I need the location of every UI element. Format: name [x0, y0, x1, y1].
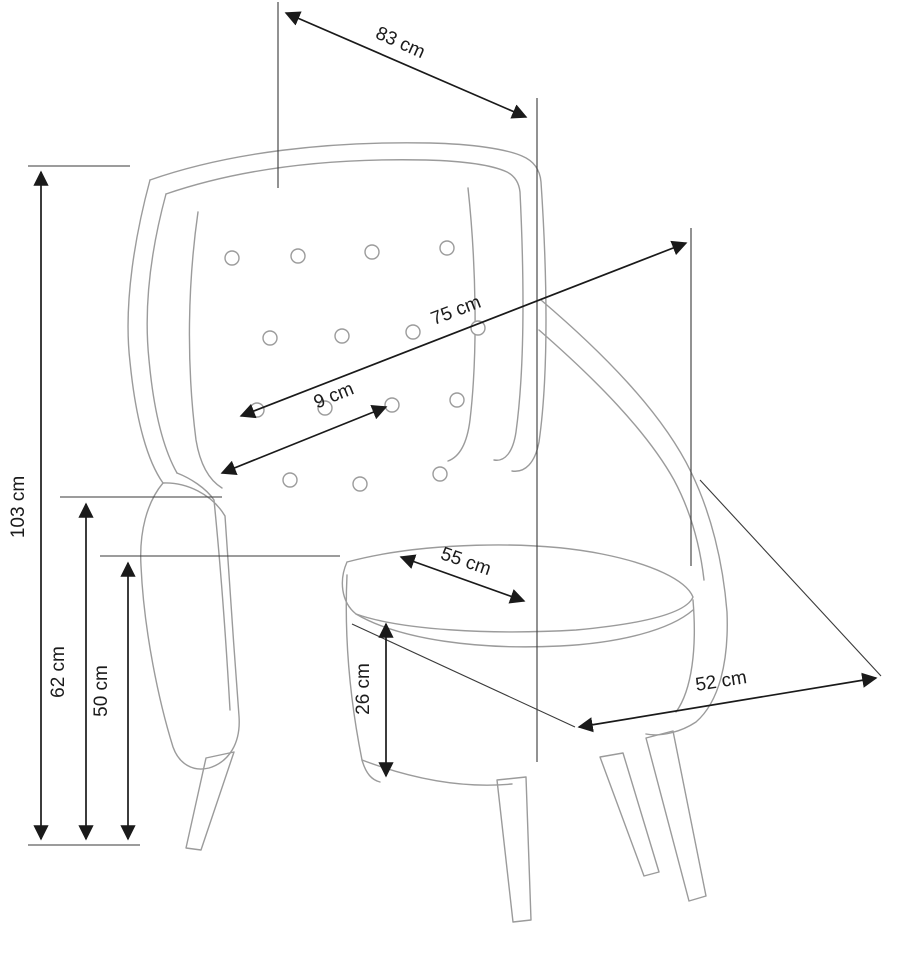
left-wing-fold — [188, 211, 223, 489]
dimension-label-103: 103 cm — [8, 476, 29, 538]
backrest-outline — [149, 142, 547, 472]
dimension-line-75 — [239, 240, 688, 419]
extension-lines — [28, 2, 882, 846]
seat-cushion — [341, 544, 694, 633]
tufting-button — [290, 248, 306, 264]
backrest-left-edge — [127, 179, 164, 484]
dimension-label-52: 52 cm — [694, 667, 748, 696]
dimension-label-9: 9 cm — [311, 378, 357, 413]
dimension-lines — [33, 11, 878, 841]
dimension-label-55: 55 cm — [438, 543, 494, 580]
dimension-line-52 — [577, 672, 878, 733]
armchair-drawing — [127, 142, 728, 923]
tufting-button — [439, 240, 455, 256]
backrest-inner-seam — [165, 159, 524, 461]
dimension-line-83 — [284, 11, 528, 119]
leg-rear-left — [496, 776, 532, 923]
dimension-line-55 — [399, 554, 526, 604]
tufting-button — [384, 397, 400, 413]
backrest-inner-left-seam — [146, 193, 178, 474]
tufting-button — [282, 472, 298, 488]
tufting-button — [405, 324, 421, 340]
tufting-button — [364, 244, 380, 260]
right-wing-fold — [447, 187, 476, 462]
seat-cushion-piping — [355, 609, 694, 648]
dimension-label-50: 50 cm — [91, 665, 112, 717]
tufting-button — [449, 392, 465, 408]
dimension-label-62: 62 cm — [48, 646, 69, 698]
right-side-panel — [540, 299, 728, 736]
leg-front-right — [645, 730, 707, 902]
left-armrest-seam — [176, 472, 231, 711]
right-underside — [675, 599, 695, 713]
front-apron-left-edge — [345, 574, 381, 783]
left-armrest — [139, 482, 240, 770]
dimension-label-26: 26 cm — [353, 663, 374, 715]
leg-front-left — [185, 751, 235, 851]
extension-52-right-diagonal — [699, 479, 882, 677]
tufting-buttons — [224, 240, 486, 492]
dimension-label-83: 83 cm — [372, 23, 428, 63]
tufting-button — [334, 328, 350, 344]
tufting-button — [352, 476, 368, 492]
tufting-button — [224, 250, 240, 266]
leg-rear-right — [599, 752, 660, 877]
right-side-seam — [538, 329, 705, 581]
tufting-button — [262, 330, 278, 346]
front-apron-bottom — [361, 759, 513, 786]
dimension-labels: 83 cm 75 cm 9 cm 103 cm 62 cm 50 cm 55 c… — [8, 23, 748, 717]
dimension-line-9 — [220, 405, 388, 475]
tufting-button — [432, 466, 448, 482]
